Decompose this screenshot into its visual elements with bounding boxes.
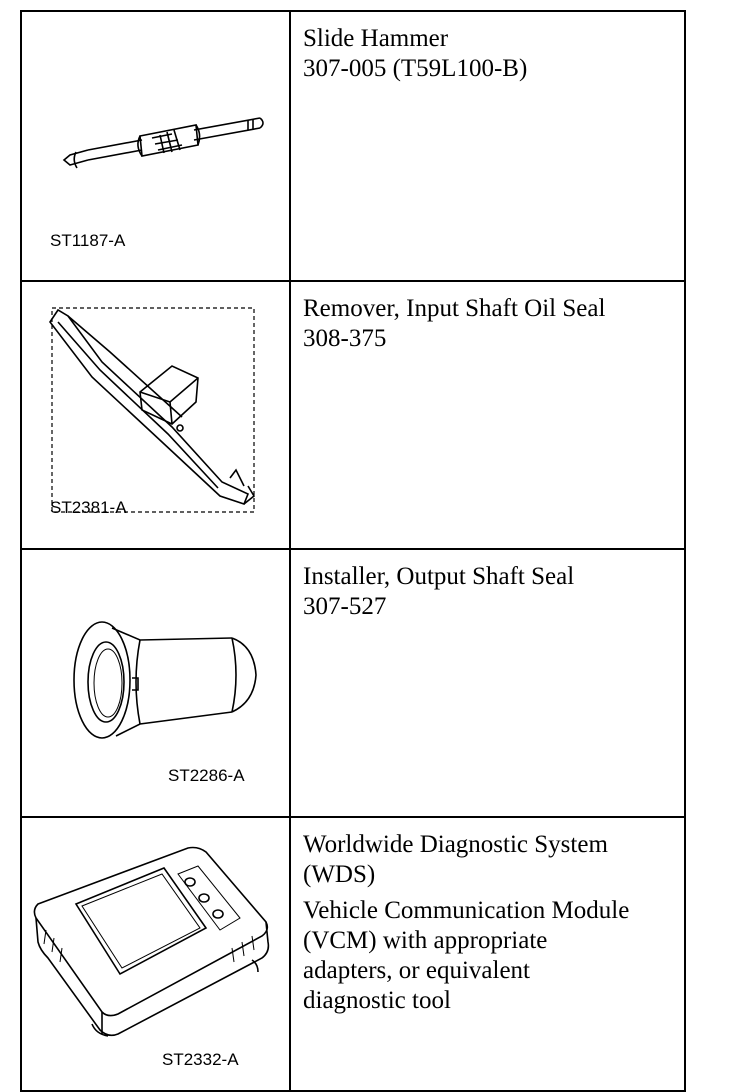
tool-row-diagnostic-system: ST2332-A Worldwide Diagnostic System (WD…: [20, 816, 686, 1092]
tool-description-cell: Remover, Input Shaft Oil Seal 308-375: [289, 280, 686, 550]
tool-name: Slide Hammer: [303, 25, 449, 52]
figure-code: ST1187-A: [50, 231, 126, 250]
tool-description: (VCM) with appropriate: [303, 927, 548, 954]
figure-code: ST2381-A: [50, 498, 127, 517]
tool-name: Worldwide Diagnostic System: [303, 831, 608, 858]
tool-description-cell: Slide Hammer 307-005 (T59L100-B): [289, 10, 686, 282]
tool-figure-cell: ST2286-A: [20, 548, 291, 818]
tool-figure-cell: ST2332-A: [20, 816, 291, 1092]
tool-number: 307-527: [303, 593, 387, 620]
tool-description: diagnostic tool: [303, 987, 451, 1014]
tool-number: 308-375: [303, 325, 387, 352]
tool-description-cell: Installer, Output Shaft Seal 307-527: [289, 548, 686, 818]
tool-number: 307-005 (T59L100-B): [303, 55, 528, 82]
diagnostic-module-drawing-icon: [33, 846, 270, 1037]
tool-row-seal-installer: ST2286-A Installer, Output Shaft Seal 30…: [20, 548, 686, 818]
figure-code: ST2286-A: [168, 766, 245, 785]
tool-name: Installer, Output Shaft Seal: [303, 563, 575, 590]
tool-description-cell: Worldwide Diagnostic System (WDS) Vehicl…: [289, 816, 686, 1092]
tool-description: Vehicle Communication Module: [303, 897, 630, 924]
tool-figure-cell: ST1187-A: [20, 10, 291, 282]
slide-hammer-drawing-icon: [62, 117, 264, 169]
seal-installer-drawing-icon: [73, 621, 257, 739]
special-tools-table: ST1187-A Slide Hammer 307-005 (T59L100-B…: [20, 10, 686, 1092]
tool-name: Remover, Input Shaft Oil Seal: [303, 295, 606, 322]
tool-row-slide-hammer: ST1187-A Slide Hammer 307-005 (T59L100-B…: [20, 10, 686, 282]
seal-remover-drawing-icon: [49, 307, 256, 513]
figure-code: ST2332-A: [162, 1050, 239, 1069]
tool-figure-cell: ST2381-A: [20, 280, 291, 550]
tool-description: adapters, or equivalent: [303, 957, 530, 984]
tool-name-abbrev: (WDS): [303, 861, 376, 888]
tool-row-seal-remover: ST2381-A Remover, Input Shaft Oil Seal 3…: [20, 280, 686, 550]
